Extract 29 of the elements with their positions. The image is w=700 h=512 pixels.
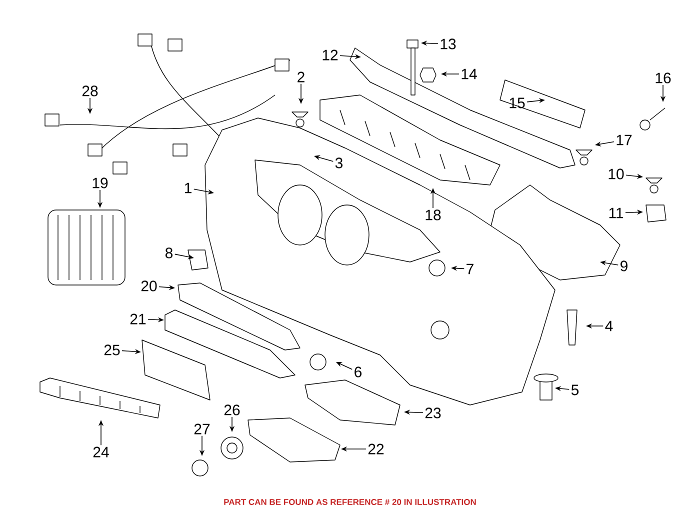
callout-number: 28: [82, 86, 98, 96]
callout-number: 17: [616, 134, 632, 146]
callout-number: 9: [620, 260, 628, 272]
callout-number: 23: [425, 408, 441, 418]
callout-number: 11: [609, 208, 624, 218]
callout-number: 13: [440, 38, 456, 50]
callout-number: 22: [368, 444, 384, 454]
callout-number: 20: [141, 280, 157, 292]
callout-number: 6: [354, 366, 362, 378]
callout-number: 14: [462, 68, 477, 80]
caption: PART CAN BE FOUND AS REFERENCE # 20 IN ILLUSTRATION: [224, 499, 476, 505]
callout-number: 10: [608, 168, 624, 180]
callout-number: 21: [130, 314, 146, 324]
callout-number: 8: [166, 248, 173, 258]
callout-number: 25: [104, 344, 120, 356]
callout-number: 26: [224, 404, 240, 416]
callout-number: 4: [605, 320, 613, 332]
callout-number: 16: [656, 72, 671, 84]
callout-number: 7: [466, 264, 474, 274]
callout-number: 2: [298, 72, 304, 82]
callout-number: 12: [322, 50, 338, 60]
callout-number: 24: [93, 446, 109, 458]
callout-number: 19: [92, 178, 108, 188]
callout-number: 15: [510, 98, 525, 108]
callout-number: 18: [426, 210, 441, 220]
callout-number: 3: [335, 158, 343, 168]
callout-number: 5: [571, 384, 579, 396]
callout-number: 27: [194, 424, 210, 434]
callout-number: 1: [184, 182, 192, 194]
